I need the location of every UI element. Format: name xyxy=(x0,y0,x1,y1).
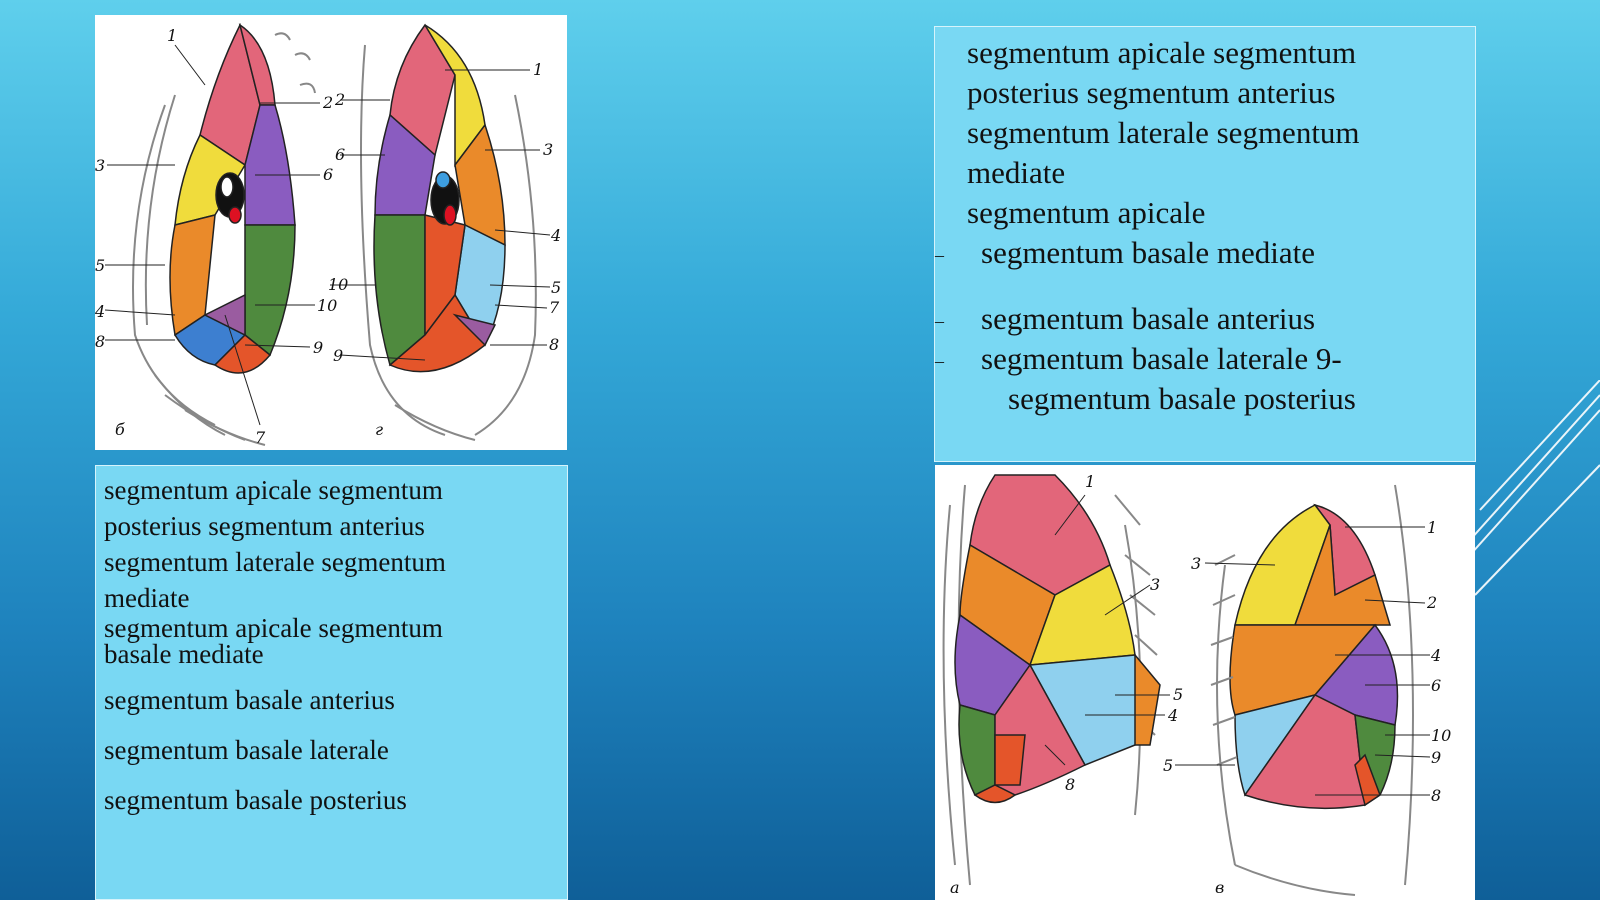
right-lung-bottom xyxy=(1229,503,1399,810)
svg-text:в: в xyxy=(1215,878,1224,897)
lung-segments-svg-bottom: 1 3 5 4 8 5 1 3 2 4 6 10 9 8 а в xyxy=(942,472,1451,897)
svg-text:9: 9 xyxy=(313,338,323,357)
svg-text:5: 5 xyxy=(551,278,561,297)
right-line: posterius segmentum anterius xyxy=(967,75,1336,110)
bullet-text: segmentum basale anterius xyxy=(981,301,1316,336)
decorative-lines xyxy=(1470,380,1600,596)
right-line: segmentum apicale segmentum xyxy=(967,35,1357,70)
svg-text:3: 3 xyxy=(1191,554,1201,573)
svg-text:1: 1 xyxy=(1427,518,1437,537)
bullet-text: segmentum basale laterale 9- xyxy=(981,341,1342,376)
lung-segments-figure-bottom: 1 3 5 4 8 5 1 3 2 4 6 10 9 8 а в xyxy=(935,465,1475,900)
ribs-bottom-right xyxy=(1210,484,1414,896)
svg-text:б: б xyxy=(115,420,125,439)
left-line: segmentum basale posterius xyxy=(104,785,407,815)
lung-segments-figure-top: 1 2 3 6 5 4 8 10 9 7 1 2 6 3 4 10 5 7 9 … xyxy=(95,15,567,450)
svg-text:1: 1 xyxy=(533,60,543,79)
segment-list-left: segmentum apicale segmentum posterius se… xyxy=(95,465,568,900)
svg-text:3: 3 xyxy=(1150,575,1160,594)
svg-text:6: 6 xyxy=(323,165,333,184)
right-line: segmentum laterale segmentum xyxy=(967,115,1360,150)
svg-text:7: 7 xyxy=(549,298,560,317)
bullet-dash: – xyxy=(935,311,944,331)
left-line: mediate xyxy=(104,583,190,613)
right-line: segmentum apicale xyxy=(967,195,1206,230)
bullet-dash: – xyxy=(935,245,944,265)
svg-text:1: 1 xyxy=(167,26,177,45)
svg-text:3: 3 xyxy=(95,156,105,175)
left-line: posterius segmentum anterius xyxy=(104,511,425,541)
svg-text:а: а xyxy=(950,878,960,897)
svg-text:3: 3 xyxy=(543,140,553,159)
svg-text:9: 9 xyxy=(1431,748,1441,767)
lung-segments-svg-top: 1 2 3 6 5 4 8 10 9 7 1 2 6 3 4 10 5 7 9 … xyxy=(95,22,561,447)
svg-text:7: 7 xyxy=(255,428,266,447)
bullet-text: segmentum basale mediate xyxy=(981,235,1315,270)
figure-labels-bottom: 1 3 5 4 8 5 1 3 2 4 6 10 9 8 а в xyxy=(950,472,1451,897)
svg-text:8: 8 xyxy=(549,335,559,354)
figure-labels-top: 1 2 3 6 5 4 8 10 9 7 1 2 6 3 4 10 5 7 9 … xyxy=(95,26,561,447)
left-line: segmentum apicale segmentum xyxy=(104,475,443,505)
svg-text:10: 10 xyxy=(328,275,348,294)
left-line: segmentum apicale segmentum xyxy=(104,613,443,643)
svg-text:9: 9 xyxy=(333,346,343,365)
svg-text:5: 5 xyxy=(1163,756,1173,775)
left-lung-top xyxy=(169,22,296,374)
bullet-continuation: segmentum basale posterius xyxy=(1008,381,1356,416)
svg-text:4: 4 xyxy=(550,226,561,245)
svg-text:5: 5 xyxy=(1173,685,1183,704)
svg-text:5: 5 xyxy=(95,256,105,275)
svg-text:10: 10 xyxy=(317,296,337,315)
right-lung-top xyxy=(373,23,506,373)
ribs-right xyxy=(360,44,537,441)
left-lung-bottom xyxy=(954,474,1161,804)
svg-text:8: 8 xyxy=(1431,786,1441,805)
leader-lines-bottom xyxy=(1044,494,1431,796)
svg-text:1: 1 xyxy=(1085,472,1095,491)
svg-text:10: 10 xyxy=(1431,726,1451,745)
bullet-item: – segmentum basale laterale 9- xyxy=(935,339,1475,379)
svg-text:г: г xyxy=(375,420,383,439)
bullet-item: – segmentum basale anterius xyxy=(935,299,1475,339)
svg-text:4: 4 xyxy=(95,302,105,321)
svg-text:2: 2 xyxy=(334,90,345,109)
segment-list-right: segmentum apicale segmentum posterius se… xyxy=(934,26,1476,462)
leader-lines-top xyxy=(104,44,551,426)
svg-text:6: 6 xyxy=(1431,676,1441,695)
svg-text:8: 8 xyxy=(95,332,105,351)
right-line: mediate xyxy=(967,155,1066,190)
svg-text:2: 2 xyxy=(322,93,333,112)
left-line: segmentum basale anterius xyxy=(104,685,395,715)
svg-text:2: 2 xyxy=(1426,593,1437,612)
left-line: basale mediate xyxy=(104,639,264,669)
svg-text:6: 6 xyxy=(335,145,345,164)
bullet-item: – segmentum basale mediate xyxy=(935,233,1475,273)
left-line: segmentum laterale segmentum xyxy=(104,547,446,577)
svg-text:4: 4 xyxy=(1430,646,1441,665)
left-line: segmentum basale laterale xyxy=(104,735,389,765)
svg-text:8: 8 xyxy=(1065,775,1075,794)
svg-text:4: 4 xyxy=(1167,706,1178,725)
bullet-dash: – xyxy=(935,351,944,371)
